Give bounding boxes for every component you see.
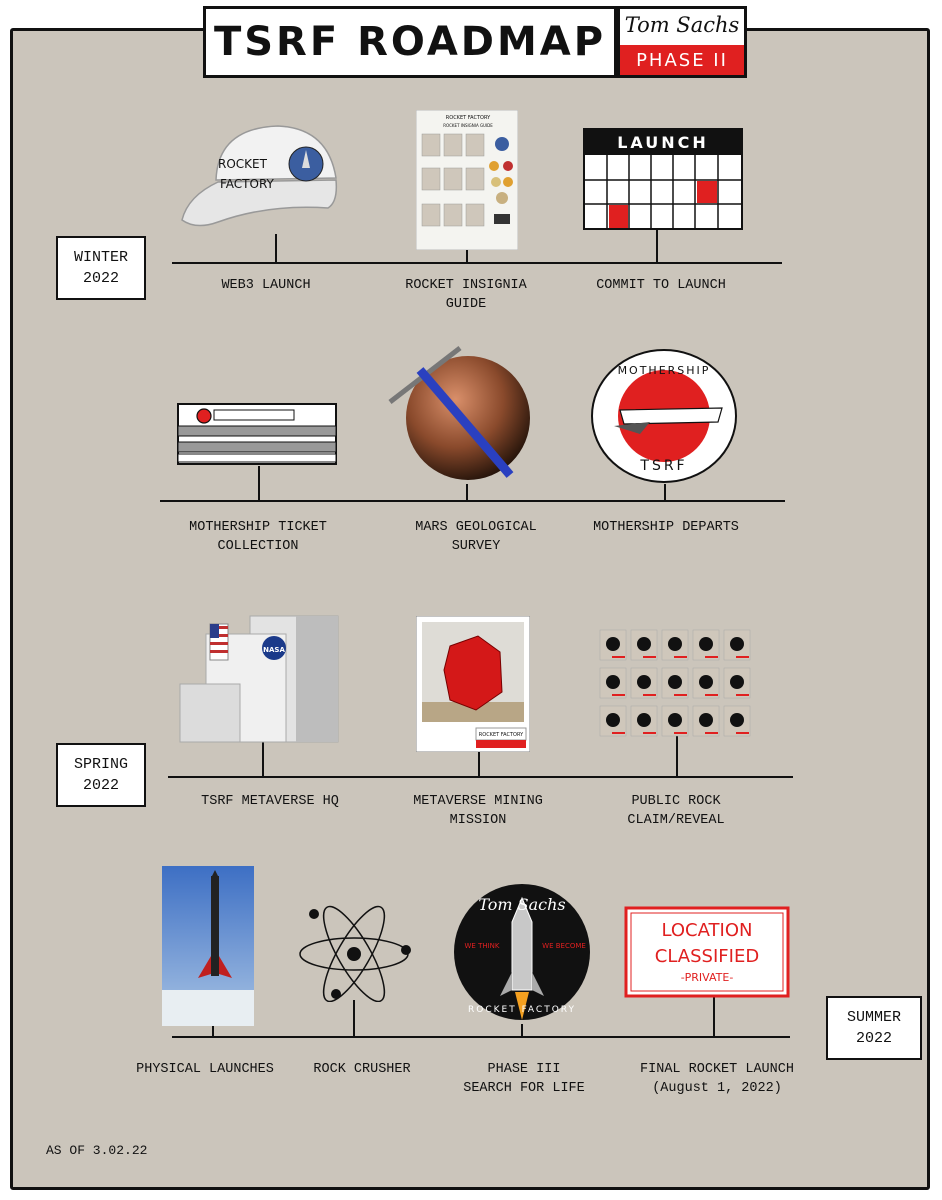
season-winter: WINTER 2022 [56, 236, 146, 300]
timeline-tick [275, 234, 277, 262]
timeline-tick [466, 250, 468, 262]
ticket-icon [177, 403, 337, 465]
painting-caption: ROCKET FACTORY [479, 732, 524, 738]
timeline-winter [172, 262, 782, 264]
timeline-spring [168, 776, 793, 778]
page-title: TSRF ROADMAP [213, 19, 607, 65]
timeline-tick [656, 228, 658, 262]
timeline-tick [521, 1024, 523, 1036]
patch-right-text: WE BECOME [542, 942, 586, 950]
phase-badge: Tom Sachs PHASE II [617, 6, 747, 78]
timeline-tick [664, 484, 666, 500]
poster-subheader: ROCKET INSIGNIA GUIDE [443, 123, 493, 128]
milestone-label: ROCKET INSIGNIA GUIDE [405, 278, 527, 312]
mothership-patch-icon: MOTHERSHIP TSRF [591, 349, 737, 483]
milestone-label: METAVERSE MINING MISSION [413, 794, 543, 828]
metaverse-hq-building: NASA [179, 615, 339, 743]
poster-header: ROCKET FACTORY [446, 115, 491, 121]
rocket-factory-cap-icon: ROCKET FACTORY [181, 125, 338, 227]
milestone-label: ROCK CRUSHER [313, 1062, 411, 1077]
timeline-tick [466, 484, 468, 500]
milestone-label: TSRF METAVERSE HQ [201, 794, 339, 809]
milestone-label: WEB3 LAUNCH [221, 278, 311, 293]
timeline-tick [258, 466, 260, 500]
patch-top-text: MOTHERSHIP [618, 364, 711, 377]
insignia-guide-poster: ROCKET FACTORY ROCKET INSIGNIA GUIDE [416, 110, 518, 250]
patch-bottom-text: TSRF [639, 458, 687, 474]
timeline-mid [160, 500, 785, 502]
milestone-label: MARS GEOLOGICAL SURVEY [415, 520, 537, 554]
milestone-label: FINAL ROCKET LAUNCH (August 1, 2022) [640, 1062, 794, 1096]
rock-claim-grid [599, 629, 751, 737]
timeline-tick [212, 1026, 214, 1036]
milestone-label: PHYSICAL LAUNCHES [136, 1062, 274, 1077]
sign-line1: LOCATION [662, 920, 753, 941]
patch-bottom-text: ROCKET FACTORY [468, 1005, 576, 1015]
timeline-summer [172, 1036, 790, 1038]
milestone-label: COMMIT TO LAUNCH [596, 278, 726, 293]
season-summer: SUMMER 2022 [826, 996, 922, 1060]
milestone-label: PUBLIC ROCK CLAIM/REVEAL [627, 794, 725, 828]
milestone-label: PHASE III SEARCH FOR LIFE [463, 1062, 585, 1096]
sign-line2: CLASSIFIED [655, 946, 759, 967]
atom-icon [299, 905, 411, 1002]
patch-signature-text: Tom Sachs [478, 895, 565, 914]
cap-text-line2: FACTORY [220, 177, 275, 191]
nasa-logo: NASA [263, 646, 285, 654]
as-of-date: AS OF 3.02.22 [46, 1143, 148, 1158]
patch-left-text: WE THINK [465, 942, 500, 950]
timeline-tick [713, 996, 715, 1036]
rocket-launch-photo [162, 866, 254, 1026]
sign-line3: -PRIVATE- [681, 971, 734, 984]
location-classified-sign: LOCATION CLASSIFIED -PRIVATE- [624, 906, 790, 998]
artist-signature: Tom Sachs [624, 13, 740, 37]
launch-calendar-icon: LAUNCH [583, 128, 743, 230]
phase-label: PHASE II [620, 45, 744, 75]
mars-icon [388, 346, 530, 480]
milestone-label: MOTHERSHIP TICKET COLLECTION [189, 520, 327, 554]
rocket-factory-patch-icon: Tom Sachs WE THINK WE BECOME ROCKET FACT… [454, 884, 590, 1020]
timeline-tick [262, 742, 264, 776]
title-banner: TSRF ROADMAP [203, 6, 617, 78]
timeline-tick [676, 736, 678, 776]
calendar-header: LAUNCH [617, 133, 709, 152]
season-spring: SPRING 2022 [56, 743, 146, 807]
milestone-label: MOTHERSHIP DEPARTS [593, 520, 739, 535]
mining-painting: ROCKET FACTORY [416, 616, 530, 752]
timeline-tick [353, 1000, 355, 1036]
timeline-tick [478, 752, 480, 776]
cap-text-line1: ROCKET [218, 157, 268, 171]
